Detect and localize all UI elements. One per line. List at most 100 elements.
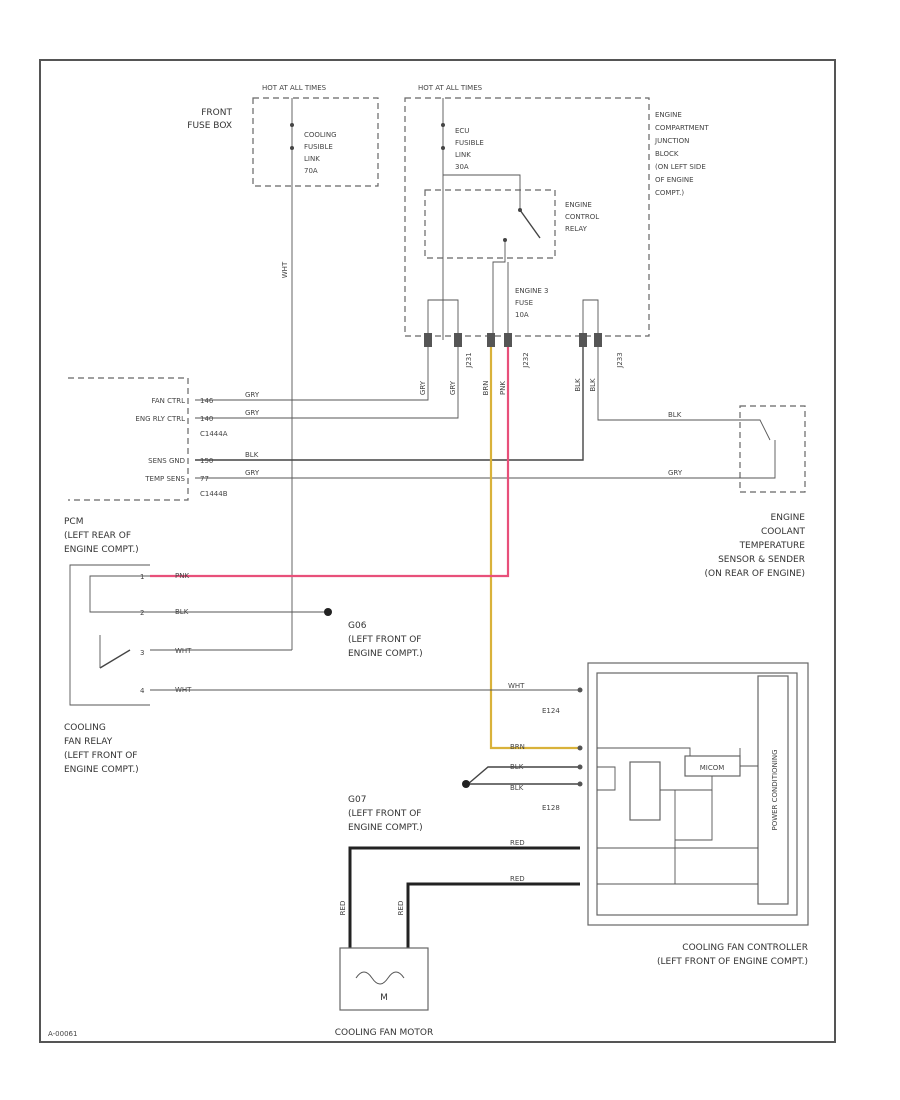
- wire-label-red-2: RED: [510, 875, 525, 883]
- junction-label-6: OF ENGINE: [655, 176, 694, 184]
- wire-gry-fan-ctrl: [195, 347, 429, 401]
- wire-label-blk-ctrl-1: BLK: [510, 763, 524, 771]
- sensor-label-2: COOLANT: [761, 527, 806, 537]
- relay-pin-1: 1: [140, 573, 144, 581]
- controller-pin-wht: [577, 687, 583, 693]
- wire-to-relay-contact: [443, 174, 521, 210]
- relay-label-3: (LEFT FRONT OF: [64, 751, 137, 761]
- wire-label-gry-1: GRY: [419, 380, 427, 395]
- wire-relay-out: [492, 240, 506, 340]
- wire-pink-pnk: [150, 347, 510, 578]
- junction-label-5: (ON LEFT SIDE: [655, 163, 706, 171]
- g07-label-1: G07: [348, 795, 366, 805]
- g06-label-3: ENGINE COMPT.): [348, 649, 423, 659]
- relay-label-3: RELAY: [565, 225, 588, 233]
- controller-pin-blk-2: [577, 781, 583, 787]
- pcm-eng-rly-ctrl-label: ENG RLY CTRL: [135, 415, 185, 423]
- relay-switch-contact: [99, 649, 131, 669]
- front-fuse-box-hot-label: HOT AT ALL TIMES: [262, 84, 327, 92]
- g07-label-3: ENGINE COMPT.): [348, 823, 423, 833]
- junction-label-3: JUNCTION: [654, 137, 689, 145]
- controller-pin-brn: [577, 745, 583, 751]
- wire-label-gry-temp: GRY: [245, 469, 260, 477]
- pcm-pin-2: 140: [200, 415, 213, 423]
- junction-label-2: COMPARTMENT: [655, 124, 709, 132]
- pcm-label-1: PCM: [64, 517, 83, 527]
- relay-pin-4: 4: [140, 687, 145, 695]
- junction-block-outline: [404, 97, 650, 337]
- sensor-element: [735, 419, 771, 441]
- wire-label-blk-ctrl-2: BLK: [510, 784, 524, 792]
- pcm-connector-b-label: C1444B: [200, 490, 228, 498]
- pcm-label-3: ENGINE COMPT.): [64, 545, 139, 555]
- relay-label-2: CONTROL: [565, 213, 599, 221]
- ground-g06-symbol: [324, 608, 332, 616]
- controller-connector-a: E124: [542, 707, 560, 715]
- wire-label-pnk-vertical: PNK: [499, 381, 507, 395]
- ecu-link-label-3: LINK: [455, 151, 471, 159]
- controller-connector-b: E128: [542, 804, 560, 812]
- engine3-fuse-label-2: FUSE: [515, 299, 533, 307]
- wire-label-blk-relay: BLK: [175, 608, 189, 616]
- pin-j1a: [424, 333, 432, 347]
- relay-label-1: ENGINE: [565, 201, 592, 209]
- sensor-label-3: TEMPERATURE: [739, 541, 806, 551]
- relay-outline: [69, 564, 150, 706]
- wire-gry-eng-rly: [195, 347, 459, 419]
- internal-wire-9: [597, 766, 616, 791]
- fusible-link-node-top: [290, 123, 294, 127]
- junction-block: HOT AT ALL TIMES ECU FUSIBLE LINK 30A EN…: [404, 84, 709, 369]
- ecu-link-node-bottom: [441, 146, 445, 150]
- pcm-block: FAN CTRL ENG RLY CTRL C1444A SENS GND TE…: [64, 377, 228, 555]
- wire-label-gry-rly: GRY: [245, 409, 260, 417]
- wire-label-red-1: RED: [510, 839, 525, 847]
- wire-blk-g07-upper: [467, 766, 580, 785]
- pcm-outline: [68, 377, 189, 501]
- cooling-fan-relay: 1 2 3 4 PNK BLK WHT WHT WHT COOLING FAN …: [64, 564, 580, 775]
- controller-label-1: COOLING FAN CONTROLLER: [682, 943, 808, 953]
- pin-j3a: [579, 333, 587, 347]
- front-fuse-box-label-2: FUSE BOX: [187, 121, 232, 131]
- wire-label-wht-relay-2: WHT: [175, 686, 192, 694]
- relay-switch-pivot: [518, 208, 522, 212]
- controller-pin-blk-1: [577, 764, 583, 770]
- ecu-link-node-top: [441, 123, 445, 127]
- wire-label-wht-vertical: WHT: [281, 261, 289, 278]
- wire-label-wht-relay-1: WHT: [175, 647, 192, 655]
- wire-label-blk-sensor: BLK: [668, 411, 682, 419]
- wire-label-gry-fan: GRY: [245, 391, 260, 399]
- wire-jb-loop-left: [427, 299, 459, 340]
- coolant-sensor: ENGINE COOLANT TEMPERATURE SENSOR & SEND…: [705, 405, 806, 579]
- relay-label-1: COOLING: [64, 723, 106, 733]
- engine-control-relay-outline: [424, 189, 556, 259]
- power-conditioning-label: POWER CONDITIONING: [771, 749, 779, 830]
- pcm-pin-3: 150: [200, 457, 213, 465]
- relay-pin-3: 3: [140, 649, 144, 657]
- junction-connector-pins: [424, 333, 602, 347]
- wire-label-gry-sensor: GRY: [668, 469, 683, 477]
- wire-label-gry-2: GRY: [449, 380, 457, 395]
- wire-red-motor-1: [348, 846, 580, 948]
- cooling-fan-motor: M COOLING FAN MOTOR: [335, 947, 433, 1038]
- pcm-pin-4: 77: [200, 475, 209, 483]
- sensor-label-5: (ON REAR OF ENGINE): [705, 569, 806, 579]
- engine3-fuse-label-3: 10A: [515, 311, 529, 319]
- micom-label: MICOM: [700, 764, 725, 772]
- wire-label-red-3: RED: [339, 901, 347, 916]
- g06-label-2: (LEFT FRONT OF: [348, 635, 421, 645]
- wire-blk-sensor: [597, 347, 735, 421]
- wire-label-brn-controller: BRN: [510, 743, 525, 751]
- fusible-link-node-bottom: [290, 146, 294, 150]
- sensor-label-1: ENGINE: [771, 513, 806, 523]
- pin-j1b: [454, 333, 462, 347]
- motor-coil-icon: [355, 971, 405, 985]
- cooling-fan-controller: POWER CONDITIONING MICOM E124 E128 COOLI…: [542, 662, 809, 967]
- internal-wire-1: [597, 747, 691, 756]
- wire-label-blk-2: BLK: [589, 378, 597, 392]
- relay-output-node: [503, 238, 507, 242]
- relay-pin-2: 2: [140, 609, 144, 617]
- wire-label-pnk-relay: PNK: [175, 572, 189, 580]
- controller-module: [629, 761, 661, 821]
